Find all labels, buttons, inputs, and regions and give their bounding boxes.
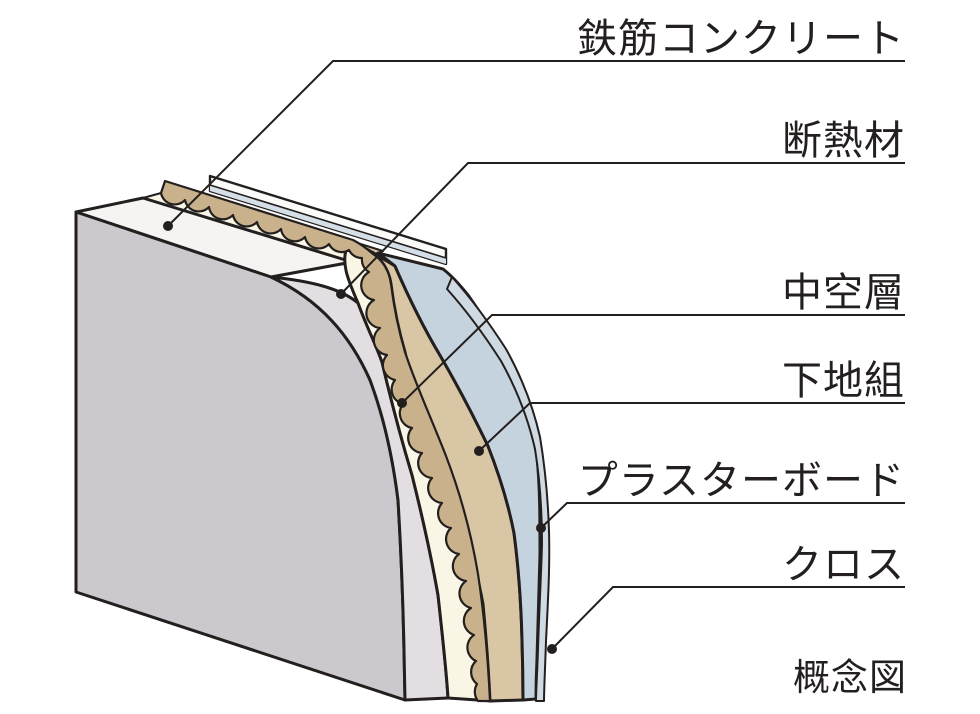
label-insulation: 断熱材 — [782, 118, 905, 163]
leader-plasterboard — [540, 502, 905, 529]
dot-air-cavity — [397, 398, 407, 408]
leader-air-cavity — [401, 314, 905, 404]
label-plasterboard: プラスターボード — [578, 458, 905, 503]
dot-cloth — [547, 644, 557, 654]
label-reinforced-concrete: 鉄筋コンクリート — [577, 16, 905, 61]
dot-reinforced-concrete — [163, 221, 173, 231]
label-air-cavity: 中空層 — [782, 270, 905, 315]
layer-labels: 鉄筋コンクリート 断熱材 中空層 下地組 プラスターボード クロス 概念図 — [577, 16, 907, 699]
label-base-frame: 下地組 — [782, 358, 905, 403]
board-bar — [208, 174, 448, 266]
leader-reinforced-concrete — [167, 60, 905, 227]
leader-lines — [163, 60, 905, 654]
leader-base-frame — [478, 402, 905, 452]
dot-plasterboard — [536, 523, 546, 533]
board-bar-stripe — [210, 185, 446, 264]
board-bar-seam — [209, 184, 447, 259]
dot-base-frame — [474, 446, 484, 456]
label-cloth: クロス — [782, 542, 905, 587]
cloth-strip — [446, 276, 551, 702]
diagram-caption: 概念図 — [793, 657, 907, 699]
insulation-scallop-band — [159, 179, 492, 703]
leader-cloth — [551, 586, 905, 650]
dot-insulation — [336, 289, 346, 299]
leader-insulation — [340, 162, 905, 295]
